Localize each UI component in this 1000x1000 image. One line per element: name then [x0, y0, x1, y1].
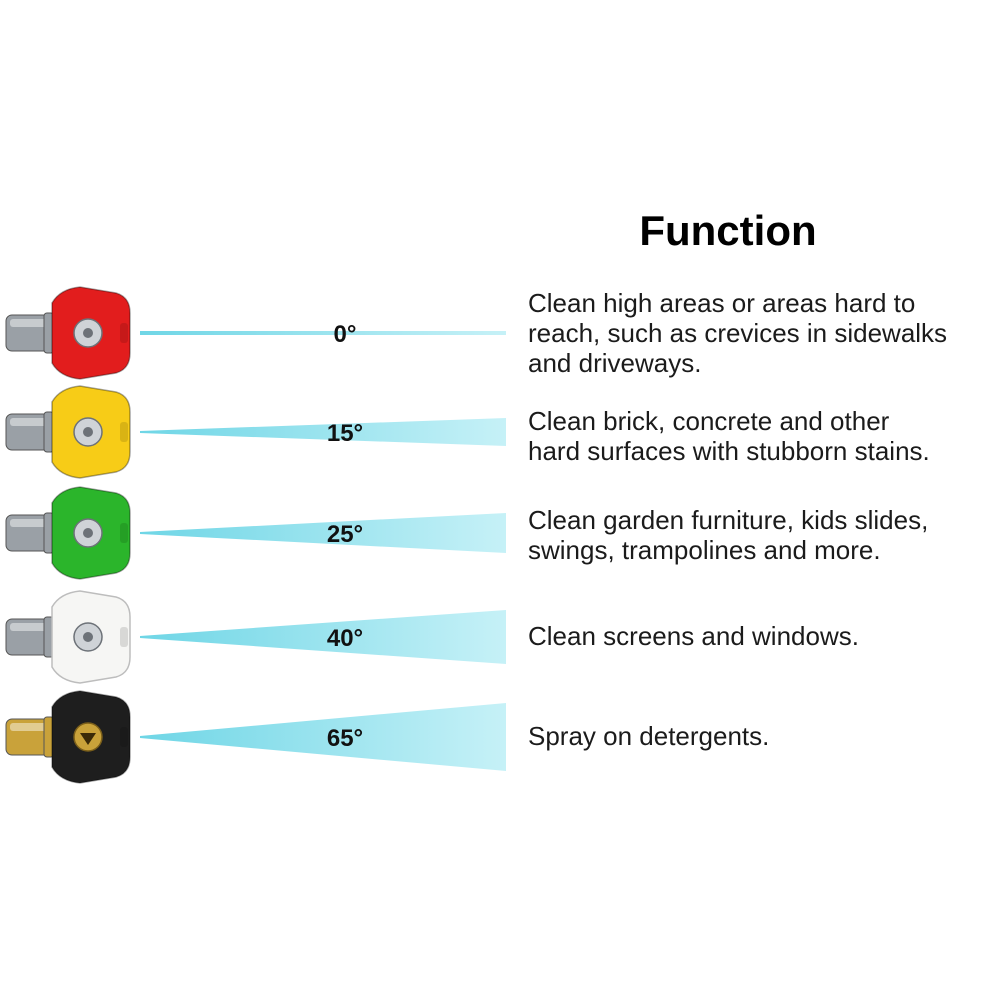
nozzle-row-65: 65°	[5, 690, 506, 784]
red-nozzle-tip	[51, 286, 131, 380]
steel-stem	[5, 411, 55, 453]
yellow-nozzle-tip	[51, 385, 131, 479]
green-nozzle-tip	[51, 486, 131, 580]
spray-fan	[140, 610, 506, 664]
white-nozzle-tip	[51, 590, 131, 684]
brass-stem	[5, 716, 55, 758]
steel-stem	[5, 616, 55, 658]
spray-fan	[140, 703, 506, 771]
description-line: reach, such as crevices in sidewalks	[528, 318, 948, 348]
description-line: Clean brick, concrete and other	[528, 406, 890, 436]
steel-stem	[5, 312, 55, 354]
nozzle-row-15: 15°	[5, 385, 506, 479]
nozzle-row-0: 0°	[5, 286, 506, 380]
spray-angle-label: 65°	[327, 725, 363, 752]
nozzle-row-40: 40°	[5, 590, 506, 684]
spray-angle-label: 25°	[327, 521, 363, 548]
description-line: and driveways.	[528, 348, 702, 378]
spray-angle-label: 0°	[334, 321, 357, 348]
function-description: Spray on detergents.	[528, 721, 998, 751]
spray-fan	[140, 513, 506, 553]
nozzle-row-25: 25°	[5, 486, 506, 580]
steel-stem	[5, 512, 55, 554]
function-description: Clean garden furniture, kids slides,swin…	[528, 505, 998, 565]
description-line: Spray on detergents.	[528, 721, 770, 751]
spray-angle-label: 15°	[327, 420, 363, 447]
function-heading: Function	[639, 207, 817, 254]
description-line: swings, trampolines and more.	[528, 535, 881, 565]
spray-angle-label: 40°	[327, 625, 363, 652]
description-line: Clean garden furniture, kids slides,	[528, 505, 929, 535]
description-line: hard surfaces with stubborn stains.	[528, 436, 930, 466]
function-description: Clean screens and windows.	[528, 621, 998, 651]
black-nozzle-tip	[51, 690, 131, 784]
description-line: Clean high areas or areas hard to	[528, 288, 916, 318]
spray-fan	[140, 418, 506, 446]
spray-stream	[140, 331, 506, 335]
description-line: Clean screens and windows.	[528, 621, 859, 651]
